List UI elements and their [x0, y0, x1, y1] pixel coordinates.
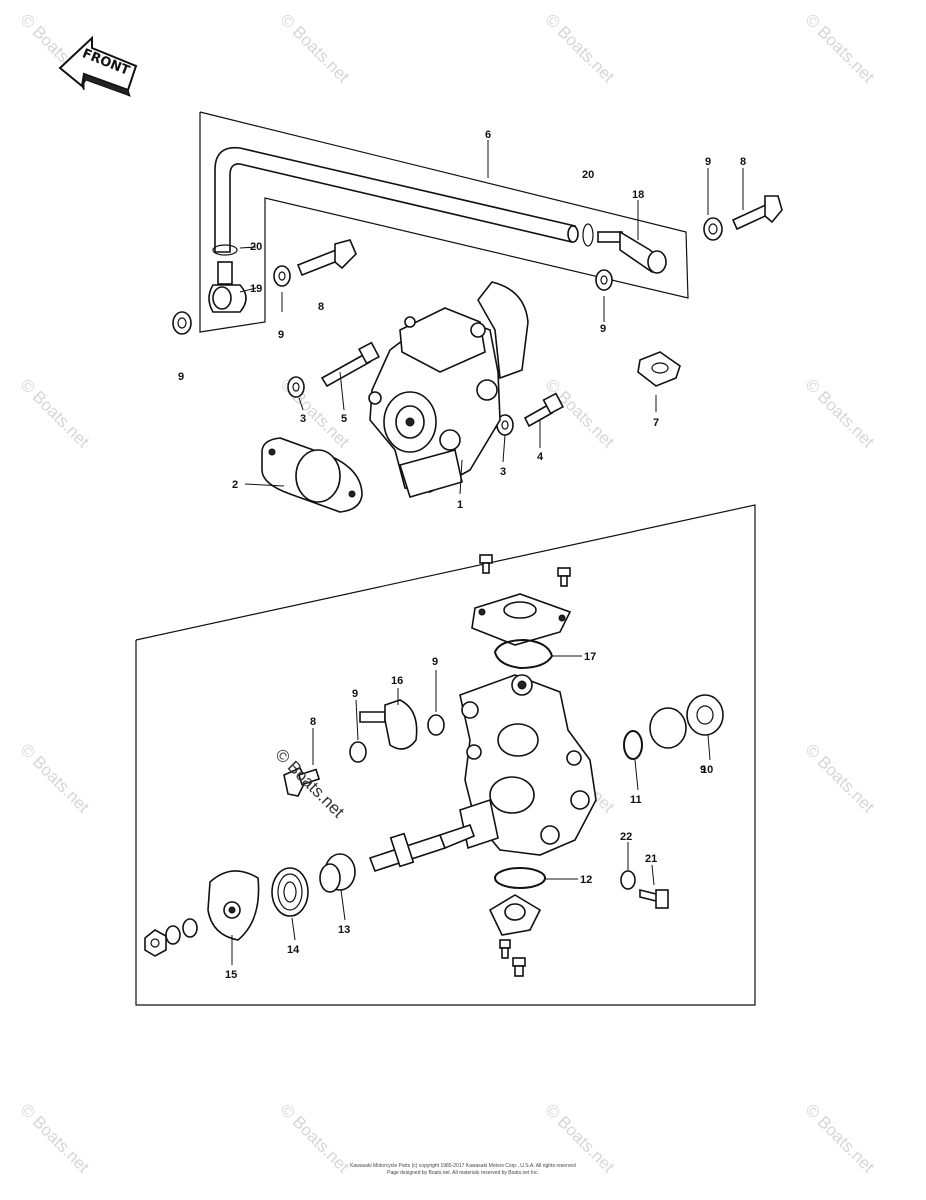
callout-13: 13 [338, 924, 350, 936]
washer [703, 217, 723, 241]
callout-19: 19 [250, 283, 262, 295]
banjo-bolt [731, 195, 783, 231]
washer [595, 269, 613, 291]
hose [214, 146, 579, 253]
washer [172, 311, 192, 335]
footer-line-2: Page designed by Boats.net. All material… [387, 1170, 539, 1176]
callout-15: 15 [225, 969, 237, 981]
pump-cover [471, 593, 572, 646]
callout-8: 8 [318, 301, 324, 313]
callout-16: 16 [391, 675, 403, 687]
washer [349, 741, 367, 763]
washer [165, 925, 181, 945]
bolt [320, 341, 381, 388]
oil-pump-assembly [368, 281, 529, 498]
washer [427, 714, 445, 736]
callout-1: 1 [457, 499, 463, 511]
washer [273, 265, 291, 287]
front-arrow: FRONT [58, 35, 138, 97]
callout-labels: 1 2 3 3 4 5 6 7 8 8 8 9 9 9 9 9 9 9 10 1… [178, 129, 746, 981]
callout-9: 9 [600, 323, 606, 335]
footer-line-1: Kawasaki Motorcycle Parts (c) copyright … [350, 1163, 576, 1169]
callout-5: 5 [341, 413, 347, 425]
banjo-bolt [283, 766, 321, 797]
callout-22: 22 [620, 831, 632, 843]
leader-lines [231, 140, 744, 965]
callout-9: 9 [278, 329, 284, 341]
pump-plunger [368, 823, 476, 872]
callout-20: 20 [582, 169, 594, 181]
screw [512, 957, 526, 977]
callout-6: 6 [485, 129, 491, 141]
callout-20: 20 [250, 241, 262, 253]
callout-3: 3 [300, 413, 306, 425]
banjo-fitting [208, 261, 247, 313]
callout-18: 18 [632, 189, 644, 201]
screw [557, 567, 571, 587]
o-ring [623, 730, 643, 760]
hose-clamp [212, 244, 238, 256]
washer [182, 918, 198, 938]
upper-section-frame [199, 111, 689, 333]
callout-14: 14 [287, 944, 300, 956]
bushing [319, 853, 356, 893]
pump-cover [488, 894, 542, 936]
callout-3: 3 [500, 466, 506, 478]
callout-12: 12 [580, 874, 592, 886]
banjo-bolt [296, 239, 357, 277]
pump-lever [207, 870, 260, 941]
callout-9: 9 [705, 156, 711, 168]
washer [287, 376, 305, 398]
bolt [639, 888, 669, 909]
callout-17: 17 [584, 651, 596, 663]
spring [271, 867, 309, 917]
callout-8: 8 [310, 716, 316, 728]
callout-2: 2 [232, 479, 238, 491]
callout-11: 11 [630, 794, 642, 806]
banjo-fitting [597, 230, 667, 274]
lower-section-frame [135, 504, 756, 1006]
callout-9: 9 [178, 371, 184, 383]
callout-9: 9 [700, 764, 706, 776]
callout-9: 9 [432, 656, 438, 668]
callout-7: 7 [653, 417, 659, 429]
callout-8: 8 [740, 156, 746, 168]
gasket [261, 437, 363, 513]
callout-9: 9 [352, 688, 358, 700]
callout-4: 4 [537, 451, 544, 463]
callout-21: 21 [645, 853, 657, 865]
hose-clamp [582, 223, 594, 247]
pump-body [459, 674, 597, 856]
screw [479, 554, 493, 574]
banjo-fitting [359, 699, 418, 750]
o-ring [494, 867, 546, 889]
screw [499, 939, 511, 959]
bolt [523, 392, 565, 428]
oil-seal [649, 694, 724, 749]
washer [620, 870, 636, 890]
grommet [637, 351, 681, 387]
nut [144, 929, 167, 957]
o-ring [493, 638, 554, 670]
callout-10: 10 [701, 764, 713, 776]
